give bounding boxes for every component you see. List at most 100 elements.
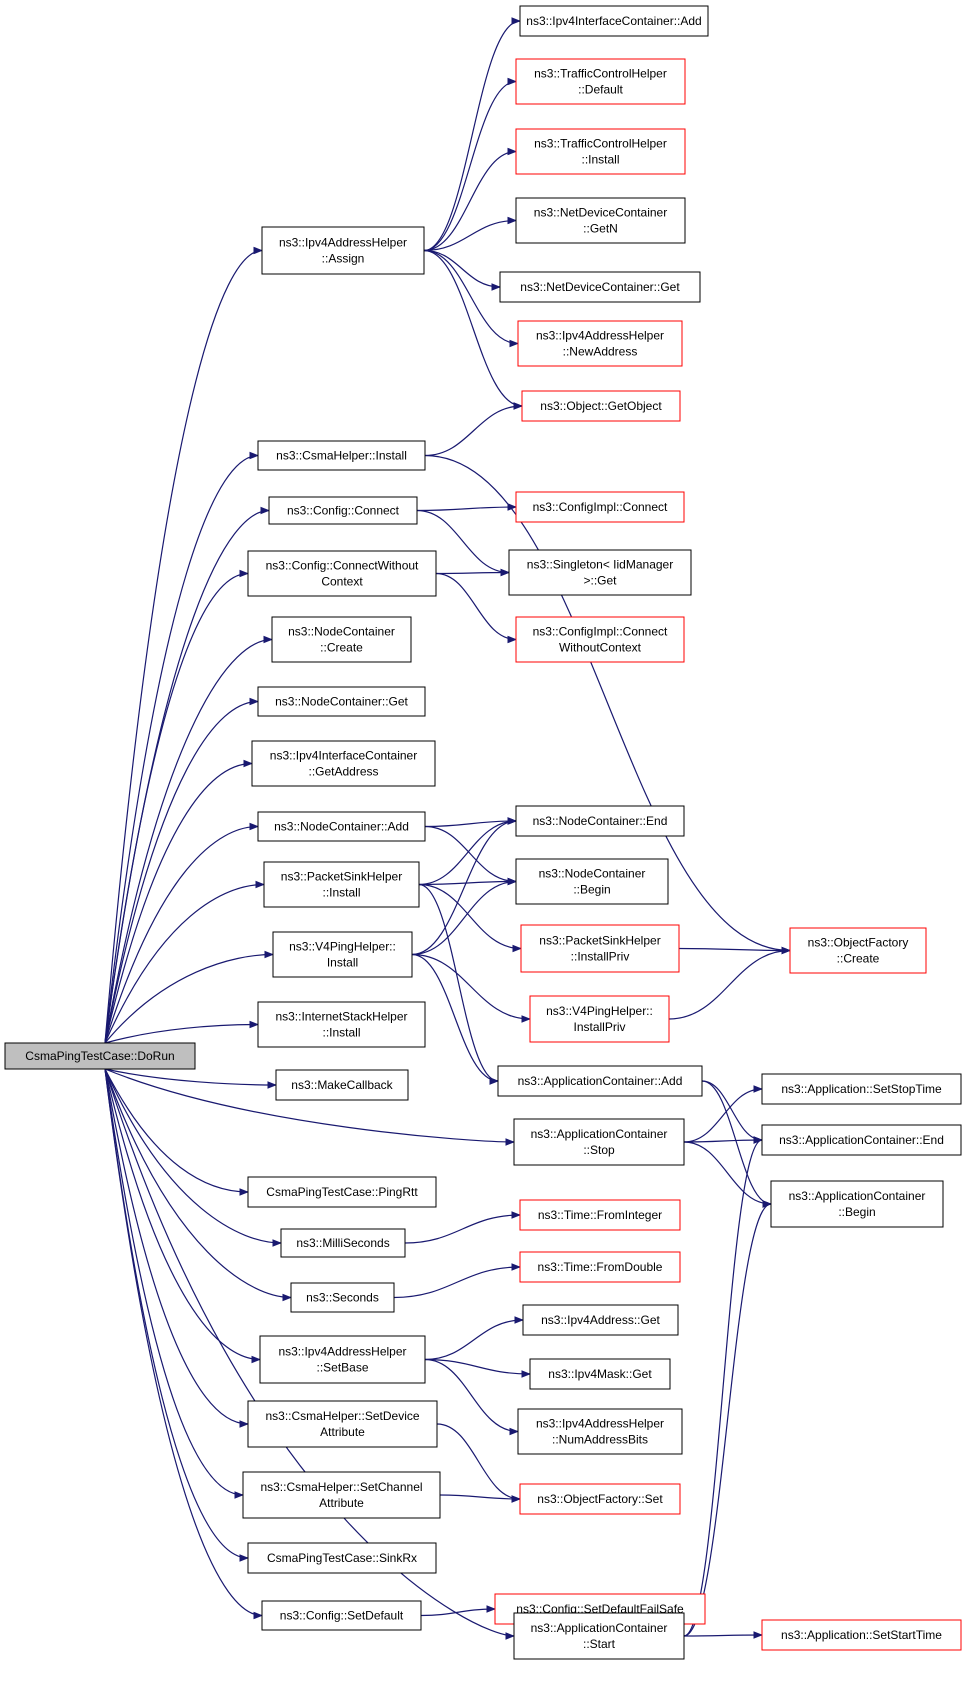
node-box[interactable] [515, 58, 686, 105]
node-time_frominteger[interactable]: ns3::Time::FromInteger [519, 1199, 681, 1231]
node-box[interactable] [261, 226, 425, 275]
node-box[interactable] [770, 1180, 944, 1228]
node-box[interactable] [242, 1471, 441, 1519]
node-ip4addr_get[interactable]: ns3::Ipv4Address::Get [522, 1304, 679, 1336]
node-ip4ah_assign[interactable]: ns3::Ipv4AddressHelper::Assign [261, 226, 425, 275]
node-box[interactable] [257, 686, 426, 717]
node-box[interactable] [761, 1073, 962, 1105]
node-ip4ic_getaddress[interactable]: ns3::Ipv4InterfaceContainer::GetAddress [251, 740, 436, 787]
node-pingrtt[interactable]: CsmaPingTestCase::PingRtt [247, 1176, 437, 1208]
node-app_setstarttime[interactable]: ns3::Application::SetStartTime [761, 1619, 962, 1651]
node-box[interactable] [247, 1400, 438, 1448]
node-v4ph_install[interactable]: ns3::V4PingHelper::Install [272, 931, 413, 978]
node-nc_create[interactable]: ns3::NodeContainer::Create [271, 616, 412, 663]
node-box[interactable] [290, 1282, 395, 1313]
node-ac_add[interactable]: ns3::ApplicationContainer::Add [497, 1065, 703, 1097]
node-ip4ic_add[interactable]: ns3::Ipv4InterfaceContainer::Add [519, 5, 709, 37]
node-box[interactable] [761, 1124, 962, 1156]
node-box[interactable] [247, 1176, 437, 1208]
node-box[interactable] [259, 1335, 426, 1384]
edge-root-to-seconds [104, 1068, 292, 1302]
node-box[interactable] [789, 927, 927, 974]
node-box[interactable] [515, 616, 685, 663]
node-psh_installpriv[interactable]: ns3::PacketSinkHelper::InstallPriv [520, 924, 680, 973]
node-box[interactable] [521, 390, 681, 422]
node-box[interactable] [257, 1001, 426, 1048]
node-makecallback[interactable]: ns3::MakeCallback [275, 1069, 409, 1101]
node-box[interactable] [513, 1612, 685, 1660]
node-sinkrx[interactable]: CsmaPingTestCase::SinkRx [247, 1542, 437, 1574]
node-box[interactable] [520, 924, 680, 973]
node-singleton_get[interactable]: ns3::Singleton< IidManager>::Get [508, 549, 692, 596]
node-psh_install[interactable]: ns3::PacketSinkHelper::Install [263, 861, 420, 908]
node-box[interactable] [519, 5, 709, 37]
node-box[interactable] [271, 616, 412, 663]
node-box[interactable] [247, 1542, 437, 1574]
edge-root-to-ac_stop [104, 1068, 515, 1146]
node-box[interactable] [519, 1251, 681, 1283]
node-box[interactable] [515, 491, 685, 523]
node-box[interactable] [529, 1358, 671, 1390]
node-box[interactable] [522, 1304, 679, 1336]
node-ip4ah_numaddressbits[interactable]: ns3::Ipv4AddressHelper::NumAddressBits [517, 1408, 683, 1455]
node-box[interactable] [519, 1199, 681, 1231]
node-ac_end[interactable]: ns3::ApplicationContainer::End [761, 1124, 962, 1156]
node-box[interactable] [263, 861, 420, 908]
node-box[interactable] [257, 811, 426, 842]
node-seconds[interactable]: ns3::Seconds [290, 1282, 395, 1313]
node-root[interactable]: CsmaPingTestCase::DoRun [4, 1042, 196, 1070]
node-ish_install[interactable]: ns3::InternetStackHelper::Install [257, 1001, 426, 1048]
node-ndc_getn[interactable]: ns3::NetDeviceContainer::GetN [515, 197, 686, 244]
node-box[interactable] [261, 1600, 422, 1631]
node-box[interactable] [513, 1118, 685, 1166]
node-nc_end[interactable]: ns3::NodeContainer::End [515, 805, 685, 837]
node-box[interactable] [257, 440, 426, 471]
node-ip4mask_get[interactable]: ns3::Ipv4Mask::Get [529, 1358, 671, 1390]
node-box[interactable] [280, 1228, 406, 1258]
node-objfactory_create[interactable]: ns3::ObjectFactory::Create [789, 927, 927, 974]
node-config_setdefault[interactable]: ns3::Config::SetDefault [261, 1600, 422, 1631]
node-app_setstoptime[interactable]: ns3::Application::SetStopTime [761, 1073, 962, 1105]
node-box[interactable] [761, 1619, 962, 1651]
node-ndc_get[interactable]: ns3::NetDeviceContainer::Get [499, 271, 701, 303]
node-configimpl_connect[interactable]: ns3::ConfigImpl::Connect [515, 491, 685, 523]
node-object_getobject[interactable]: ns3::Object::GetObject [521, 390, 681, 422]
node-box[interactable] [529, 995, 670, 1043]
node-milliseconds[interactable]: ns3::MilliSeconds [280, 1228, 406, 1258]
node-box[interactable] [508, 549, 692, 596]
node-box[interactable] [517, 320, 683, 367]
node-ac_start[interactable]: ns3::ApplicationContainer::Start [513, 1612, 685, 1660]
node-ip4ah_newaddress[interactable]: ns3::Ipv4AddressHelper::NewAddress [517, 320, 683, 367]
node-box[interactable] [247, 550, 437, 597]
node-box[interactable] [499, 271, 701, 303]
node-tch_install[interactable]: ns3::TrafficControlHelper::Install [515, 128, 686, 175]
node-ac_begin[interactable]: ns3::ApplicationContainer::Begin [770, 1180, 944, 1228]
node-nc_add[interactable]: ns3::NodeContainer::Add [257, 811, 426, 842]
node-box[interactable] [515, 858, 669, 905]
node-box[interactable] [272, 931, 413, 978]
node-box[interactable] [275, 1069, 409, 1101]
node-box[interactable] [517, 1408, 683, 1455]
node-box[interactable] [515, 805, 685, 837]
node-box[interactable] [251, 740, 436, 787]
node-box[interactable] [515, 197, 686, 244]
node-csmah_install[interactable]: ns3::CsmaHelper::Install [257, 440, 426, 471]
node-config_connect[interactable]: ns3::Config::Connect [268, 496, 418, 525]
node-time_fromdouble[interactable]: ns3::Time::FromDouble [519, 1251, 681, 1283]
node-box[interactable] [519, 1483, 681, 1515]
node-v4ph_installpriv[interactable]: ns3::V4PingHelper::InstallPriv [529, 995, 670, 1043]
node-box[interactable] [268, 496, 418, 525]
node-objfactory_set[interactable]: ns3::ObjectFactory::Set [519, 1483, 681, 1515]
node-ac_stop[interactable]: ns3::ApplicationContainer::Stop [513, 1118, 685, 1166]
node-nc_begin[interactable]: ns3::NodeContainer::Begin [515, 858, 669, 905]
node-box[interactable] [515, 128, 686, 175]
node-nc_get[interactable]: ns3::NodeContainer::Get [257, 686, 426, 717]
node-ip4ah_setbase[interactable]: ns3::Ipv4AddressHelper::SetBase [259, 1335, 426, 1384]
node-box[interactable] [497, 1065, 703, 1097]
node-tch_default[interactable]: ns3::TrafficControlHelper::Default [515, 58, 686, 105]
node-box[interactable] [4, 1042, 196, 1070]
